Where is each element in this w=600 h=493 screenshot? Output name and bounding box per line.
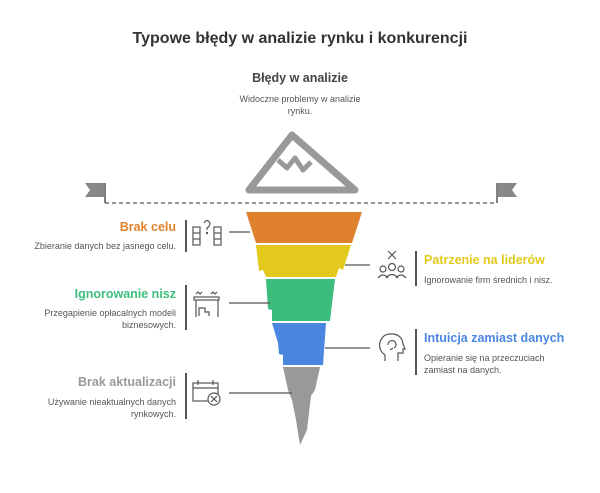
layer-ignorowanie <box>266 279 335 321</box>
mountain-icon <box>245 131 359 194</box>
layer-patrzenie <box>256 245 351 277</box>
item-title-ignorowanie: Ignorowanie nisz <box>74 287 176 301</box>
flag-right-icon <box>498 183 517 197</box>
item-title-brak-aktualizacji: Brak aktualizacji <box>78 375 176 389</box>
layer-brak-celu <box>246 212 362 243</box>
item-title-patrzenie: Patrzenie na liderów <box>424 253 545 267</box>
item-desc-brak-celu: Zbieranie danych bez jasnego celu. <box>34 241 176 251</box>
question-database-icon <box>192 219 222 246</box>
group-cross-icon <box>377 250 407 279</box>
item-desc-ignorowanie: Przegapienie opłacalnych modeli biznesow… <box>44 308 176 330</box>
top-subtitle: Widoczne problemy w analizie rynku. <box>239 94 361 116</box>
item-desc-intuicja: Opieranie się na przeczuciach zamiast na… <box>424 353 545 375</box>
diagram-title: Typowe błędy w analizie rynku i konkuren… <box>132 30 468 47</box>
item-desc-patrzenie: Ignorowanie firm średnich i nisz. <box>424 275 553 285</box>
item-desc-brak-aktualizacji: Używanie nieaktualnych danych rynkowych. <box>47 397 176 419</box>
calendar-cancel-icon <box>192 380 221 406</box>
head-intuition-icon <box>378 333 406 361</box>
layer-brak-aktualizacji <box>283 367 320 445</box>
item-title-brak-celu: Brak celu <box>119 220 176 234</box>
top-heading: Błędy w analizie <box>252 71 348 85</box>
hidden-niche-icon <box>193 291 220 317</box>
flag-left-icon <box>85 183 104 197</box>
layer-intuicja <box>272 323 326 365</box>
item-title-intuicja: Intuicja zamiast danych <box>424 331 565 345</box>
